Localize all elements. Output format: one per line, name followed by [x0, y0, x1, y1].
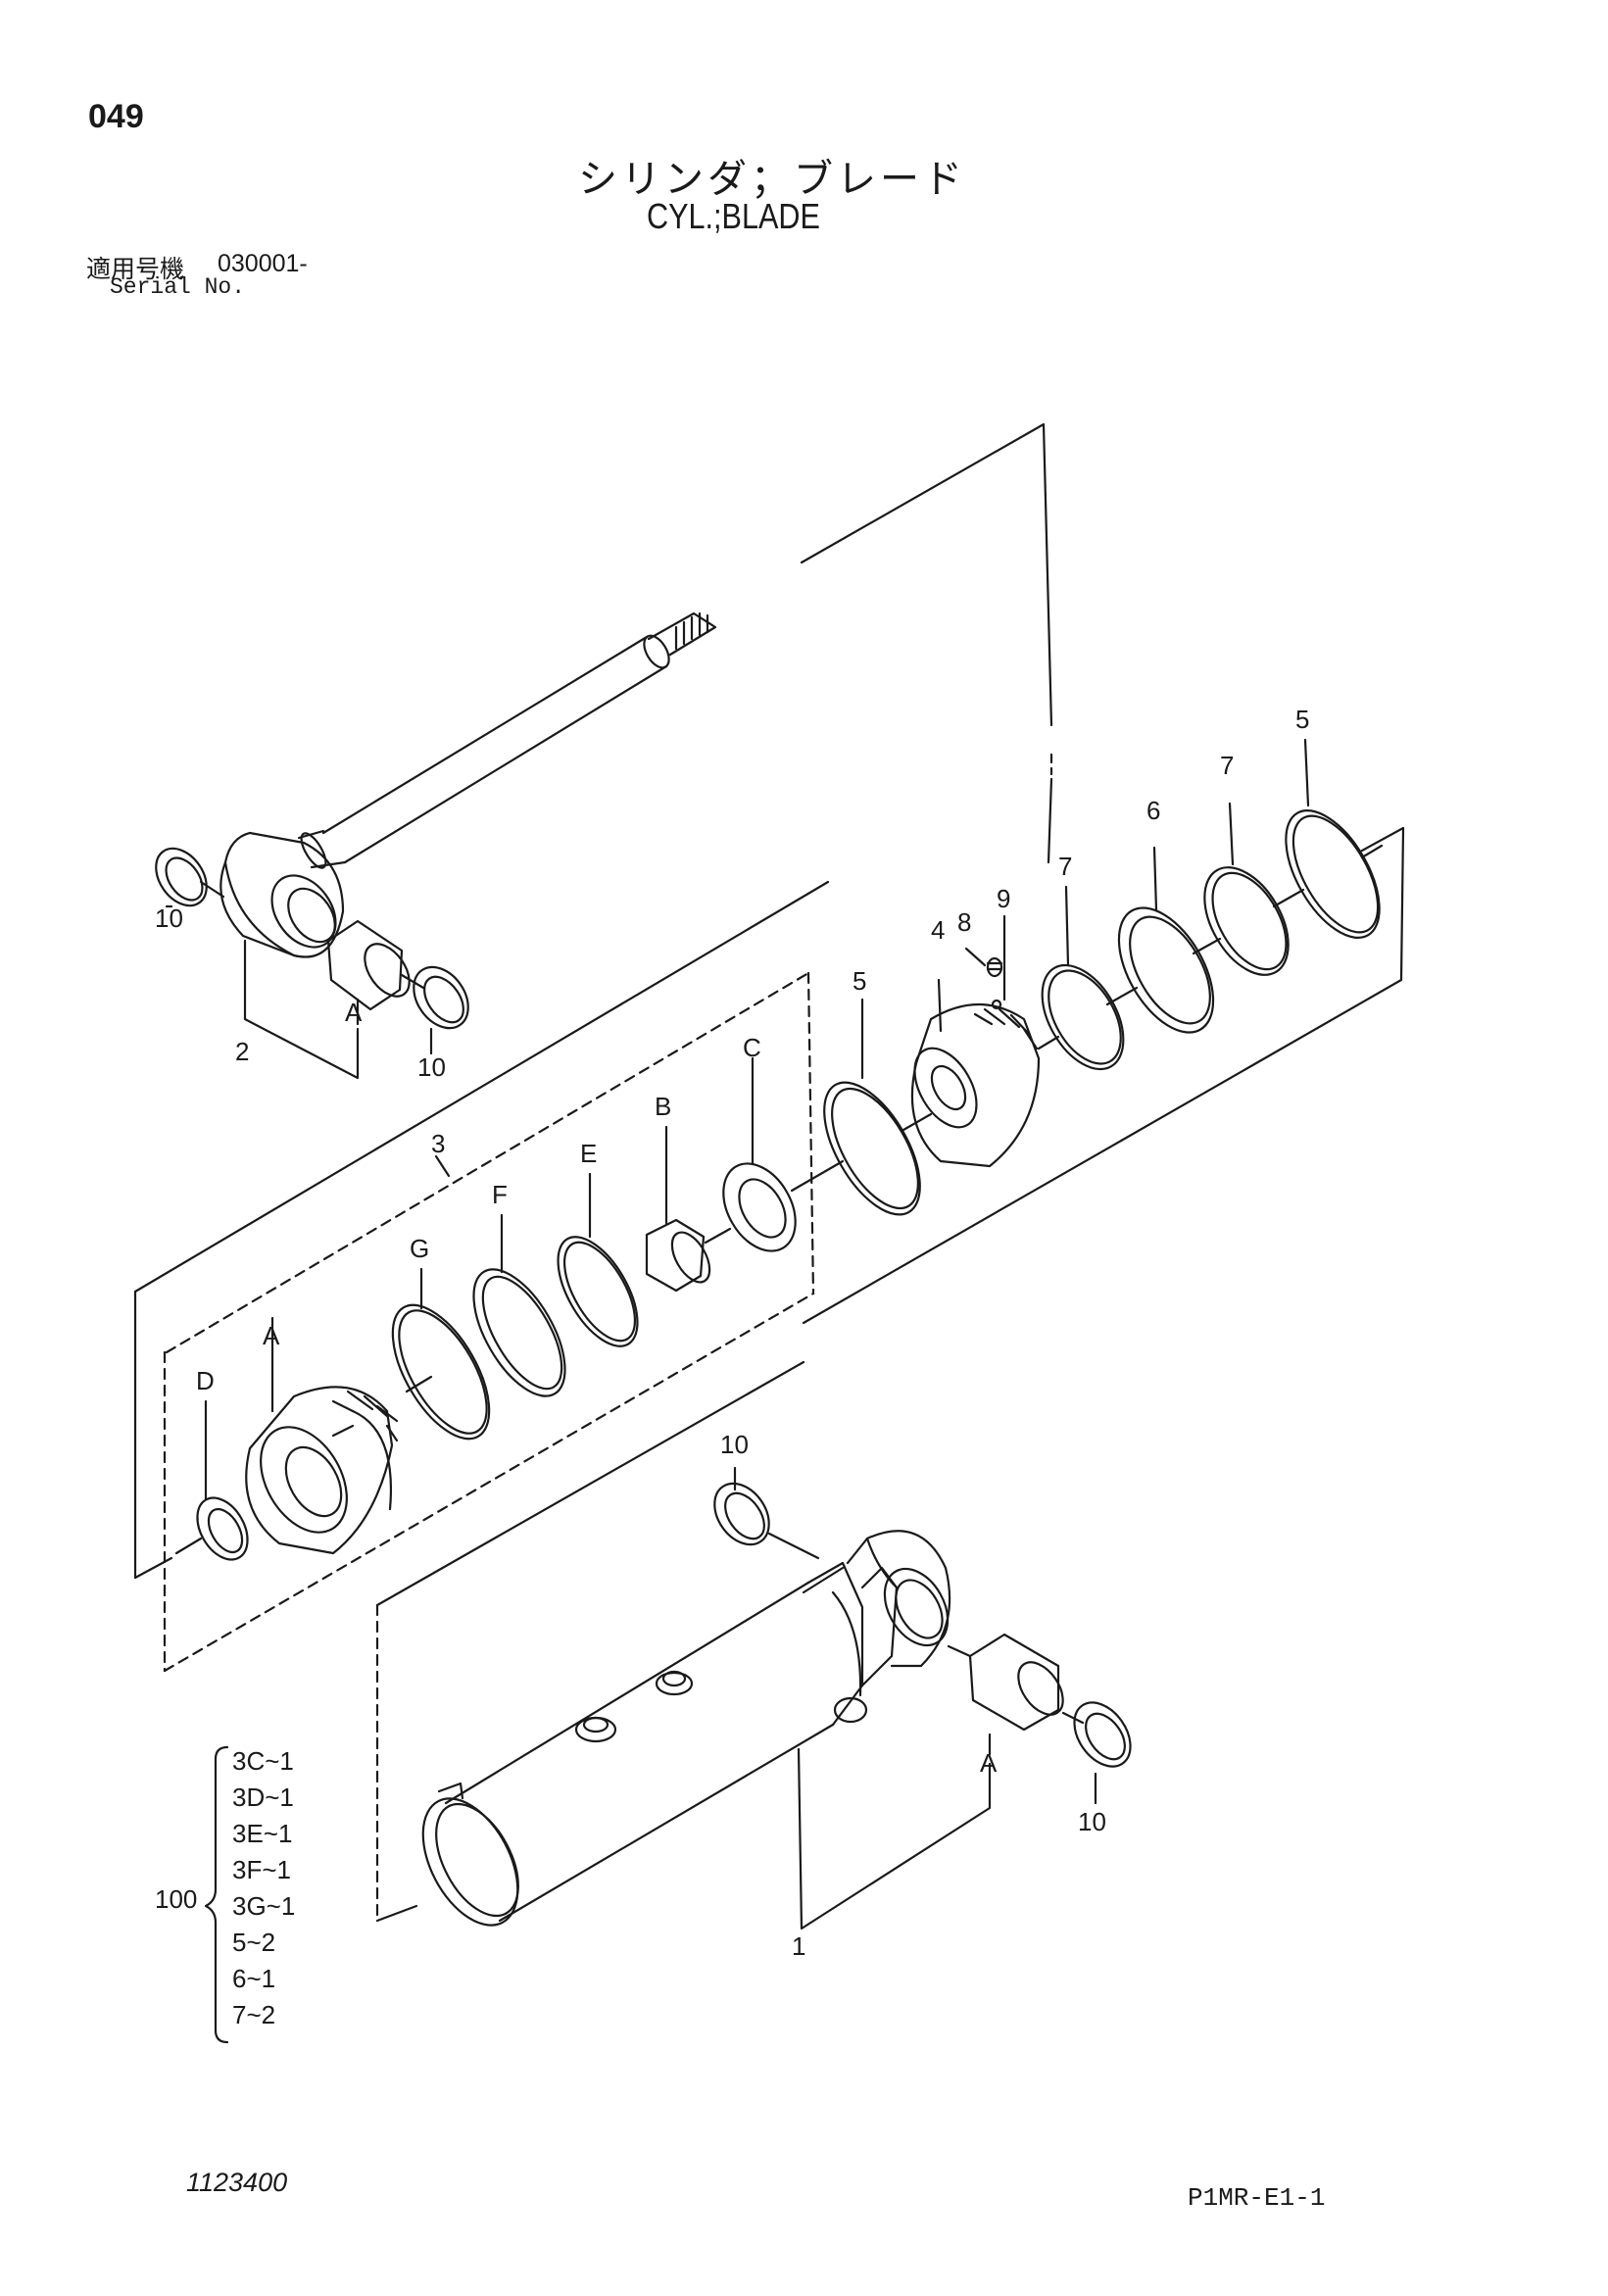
kit-item: 3F~1: [232, 1855, 291, 1884]
set-screw: [986, 956, 1003, 978]
tube-seal-ring-right: [1061, 1701, 1132, 1768]
callout-head-o-ring: G: [410, 1234, 429, 1263]
title-english: CYL.;BLADE: [647, 196, 820, 236]
tube-eye: [846, 1530, 951, 1668]
steel-ball: [991, 999, 1002, 1010]
serial-label-japanese: 適用号機: [86, 256, 185, 283]
callout-head-backup-ring: F: [492, 1180, 508, 1209]
document-number: 1123400: [186, 2168, 288, 2197]
kit-item: 3E~1: [232, 1819, 292, 1848]
callout-rod-bushing: A: [345, 998, 363, 1027]
head-rod-seal: [722, 1162, 797, 1252]
callout-slide-ring-a: 7: [1058, 852, 1072, 881]
rod-seal-ring-left: [155, 847, 225, 907]
piston: [910, 1003, 1041, 1168]
callout-head-bushing: B: [655, 1092, 671, 1121]
callout-rod-end: 2: [235, 1037, 249, 1066]
page-number: 049: [88, 98, 144, 135]
head-bushing: [645, 1218, 711, 1293]
rod-bushing: [326, 919, 411, 1011]
callout-rod-seal-left: 10: [155, 904, 183, 933]
head-inner-o-ring: [557, 1236, 639, 1347]
page-code: P1MR-E1-1: [1188, 2183, 1326, 2213]
callout-steel-ball: 9: [997, 884, 1010, 913]
kit-item: 3D~1: [232, 1783, 294, 1812]
serial-range: 030001-: [218, 250, 308, 277]
dust-seal: [174, 1496, 249, 1561]
kit-item: 3G~1: [232, 1891, 295, 1921]
head-backup-ring: [472, 1268, 566, 1397]
kit-item: 6~1: [232, 1964, 275, 1993]
callout-head-inner-o-ring: E: [580, 1139, 597, 1168]
callout-rod-seal-right: 10: [417, 1052, 446, 1082]
cylinder-tube: [421, 1561, 899, 1927]
callout-piston-seal: 6: [1146, 796, 1160, 825]
piston-rod: [297, 611, 717, 869]
seal-kit-number: 100: [155, 1884, 197, 1914]
kit-item: 7~2: [232, 2000, 275, 2029]
callout-wear-ring: 5: [853, 966, 866, 996]
piston-slide-ring-a: [1041, 963, 1125, 1071]
serial-label-english: Serial No.: [110, 274, 246, 300]
callout-head: A: [263, 1321, 280, 1350]
kit-item: 3C~1: [232, 1746, 294, 1776]
callout-dust-seal: D: [196, 1366, 215, 1395]
kit-item: 5~2: [232, 1928, 275, 1957]
callout-tube-seal-right: 10: [1078, 1807, 1106, 1836]
title-japanese: シリンダ；ブレード: [578, 158, 966, 201]
tube-bushing: [947, 1633, 1064, 1732]
tube-group-outline: [375, 1360, 805, 1923]
callout-labels: 10 2 A 10 3 D A G F E B C 5 4 8 9 7 6 7 …: [155, 705, 1309, 1961]
head-o-ring: [391, 1303, 491, 1441]
seal-kit-list: 100 3C~1 3D~1 3E~1 3F~1 3G~1 5~2 6~1 7~2: [155, 1746, 295, 2029]
seal-kit-dashed-box: [163, 971, 815, 1673]
callout-set-screw: 8: [957, 907, 971, 937]
rod-seal-ring-right: [400, 965, 469, 1030]
callout-wear-ring-b: 5: [1295, 705, 1309, 734]
callout-tube-bushing: A: [980, 1748, 998, 1778]
cylinder-head: [245, 1386, 399, 1555]
head-group-outline: [133, 826, 1405, 1580]
callout-tube-seal-top: 10: [720, 1430, 749, 1459]
callout-seal-kit: 3: [431, 1129, 445, 1158]
tube-seal-ring-top: [713, 1482, 820, 1560]
callout-head-seal: C: [743, 1033, 761, 1062]
piston-wear-ring: [823, 1081, 921, 1216]
callout-slide-ring-b: 7: [1220, 751, 1234, 780]
rod-group-outline: [800, 422, 1053, 864]
callout-tube: 1: [792, 1931, 805, 1961]
callout-piston: 4: [931, 915, 945, 945]
